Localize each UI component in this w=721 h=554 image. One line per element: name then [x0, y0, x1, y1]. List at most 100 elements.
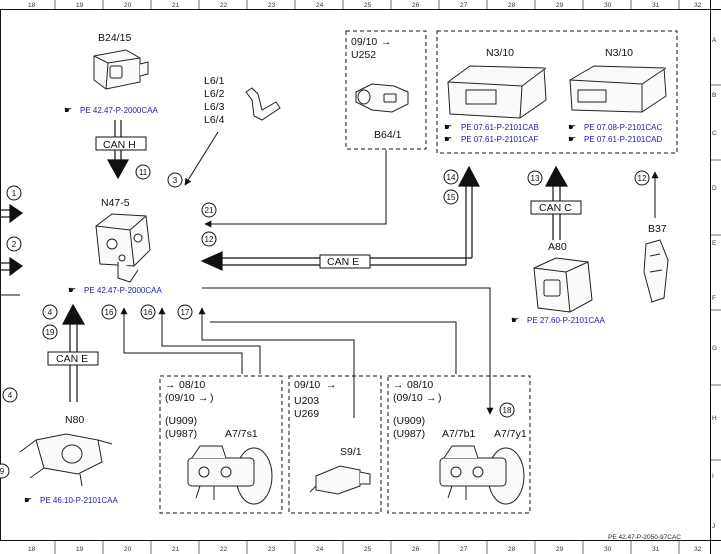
a7-7y1-label: A7/7y1 [494, 428, 527, 440]
can-h-label: CAN H [103, 139, 136, 151]
row-label: G [712, 345, 717, 352]
yaw-rate-sensor-icon [93, 49, 149, 90]
l6-3-label: L6/3 [204, 101, 225, 113]
a7-7b1-label: A7/7b1 [442, 428, 475, 440]
a7-7s1-label: A7/7s1 [225, 428, 258, 440]
row-label: J [712, 523, 715, 530]
row-label: H [712, 415, 717, 422]
brake-light-switch-icon [309, 465, 371, 495]
s9-1-code-2: U269 [294, 408, 319, 420]
col-label: 28 [508, 2, 516, 9]
reference-icon: ☛ [444, 134, 452, 144]
arrow-glyph: → [393, 379, 404, 391]
b24-15-label: B24/15 [98, 32, 131, 44]
signal-12: 12 [205, 235, 214, 244]
col-label: 25 [364, 2, 372, 9]
row-label: I [712, 473, 714, 480]
a7-7b1-code-2: (U987) [393, 428, 425, 440]
col-label: 27 [460, 2, 468, 9]
signal-3: 3 [173, 176, 178, 185]
b37-label: B37 [648, 223, 667, 235]
left-input-arrows [0, 203, 24, 277]
can-c-label: CAN C [539, 202, 572, 214]
col-label: 26 [412, 2, 420, 9]
n3-10-left-label: N3/10 [486, 47, 514, 59]
a7-7b1-date: 08/10 [407, 379, 433, 391]
n3-10-variant-box [436, 30, 678, 154]
col-label: 24 [316, 2, 324, 9]
col-label: 22 [220, 2, 228, 9]
n47-5-ref: PE 42.47-P-2000CAA [84, 286, 162, 295]
reference-icon: ☛ [64, 105, 72, 115]
a7-7s1-variant-box [159, 375, 283, 514]
b64-1-date: 09/10 [351, 36, 377, 48]
row-label: C [712, 130, 717, 137]
signal-4b: 4 [8, 391, 13, 400]
n80-ref: PE 46.10-P-2101CAA [40, 496, 118, 505]
s9-1-date: 09/10 [294, 379, 320, 391]
pressure-sensor-icon [355, 83, 409, 113]
n80-label: N80 [65, 414, 84, 426]
arrow-glyph: → [165, 379, 176, 391]
speed-sensor-icon [245, 87, 281, 121]
accelerator-pedal-icon [643, 239, 669, 303]
close-paren: ) [438, 392, 442, 404]
col-label: 30 [604, 546, 612, 553]
reference-icon: ☛ [24, 495, 32, 505]
col-label: 29 [556, 2, 564, 9]
reference-icon: ☛ [568, 122, 576, 132]
signal-12-b37: 12 [638, 174, 647, 183]
signal-14: 14 [447, 173, 456, 182]
col-label: 24 [316, 546, 324, 553]
row-label: B [712, 92, 716, 99]
signal-16: 16 [105, 308, 114, 317]
col-label: 31 [652, 2, 660, 9]
s9-1-variant-box [288, 375, 382, 514]
a7-7s1-date: 08/10 [179, 379, 205, 391]
l6-4-label: L6/4 [204, 114, 225, 126]
steering-column-module-icon [19, 433, 113, 487]
b24-15-ref: PE 42.47-P-2000CAA [80, 106, 158, 115]
signal-21: 21 [205, 206, 214, 215]
brake-booster-icon [187, 445, 273, 505]
a7-7b1-variant-box [387, 375, 531, 514]
l6-1-label: L6/1 [204, 75, 225, 87]
n3-10-right-ref-1: PE 07.08-P-2101CAC [584, 123, 662, 132]
date-arrow: → [426, 392, 437, 404]
reference-icon: ☛ [568, 134, 576, 144]
column-ruler [54, 0, 680, 554]
can-e-mid-label: CAN E [327, 256, 359, 268]
n3-10-right-ref-2: PE 07.61-P-2101CAD [584, 135, 662, 144]
col-label: 26 [412, 546, 420, 553]
date-arrow: → [326, 379, 337, 391]
esp-control-unit-icon [95, 213, 151, 283]
date-arrow: → [198, 392, 209, 404]
col-label: 19 [76, 546, 84, 553]
col-label: 27 [460, 546, 468, 553]
signal-15: 15 [447, 193, 456, 202]
b64-1-variant-box [345, 30, 427, 150]
col-label: 21 [172, 2, 180, 9]
reference-icon: ☛ [444, 122, 452, 132]
col-label: 19 [76, 2, 84, 9]
signal-13: 13 [531, 174, 540, 183]
n3-10-left-ref-2: PE 07.61-P-2101CAF [461, 135, 538, 144]
col-label: 31 [652, 546, 660, 553]
signal-18: 18 [503, 406, 512, 415]
close-paren: ) [210, 392, 214, 404]
col-label: 21 [172, 546, 180, 553]
column-ruler-labels: 18 19 20 21 22 23 24 25 26 27 28 29 30 3… [28, 2, 702, 553]
b64-1-label: B64/1 [374, 129, 402, 141]
row-label: A [712, 37, 717, 44]
s9-1-code-1: U203 [294, 395, 319, 407]
signal-17: 17 [181, 308, 190, 317]
col-label: 20 [124, 546, 132, 553]
can-h-arrow [106, 120, 130, 180]
b64-1-code: U252 [351, 49, 376, 61]
col-label: 32 [694, 2, 702, 9]
col-label: 28 [508, 546, 516, 553]
col-label: 32 [694, 546, 702, 553]
ecu-module-icon [447, 65, 547, 119]
col-label: 23 [268, 2, 276, 9]
col-label: 30 [604, 2, 612, 9]
